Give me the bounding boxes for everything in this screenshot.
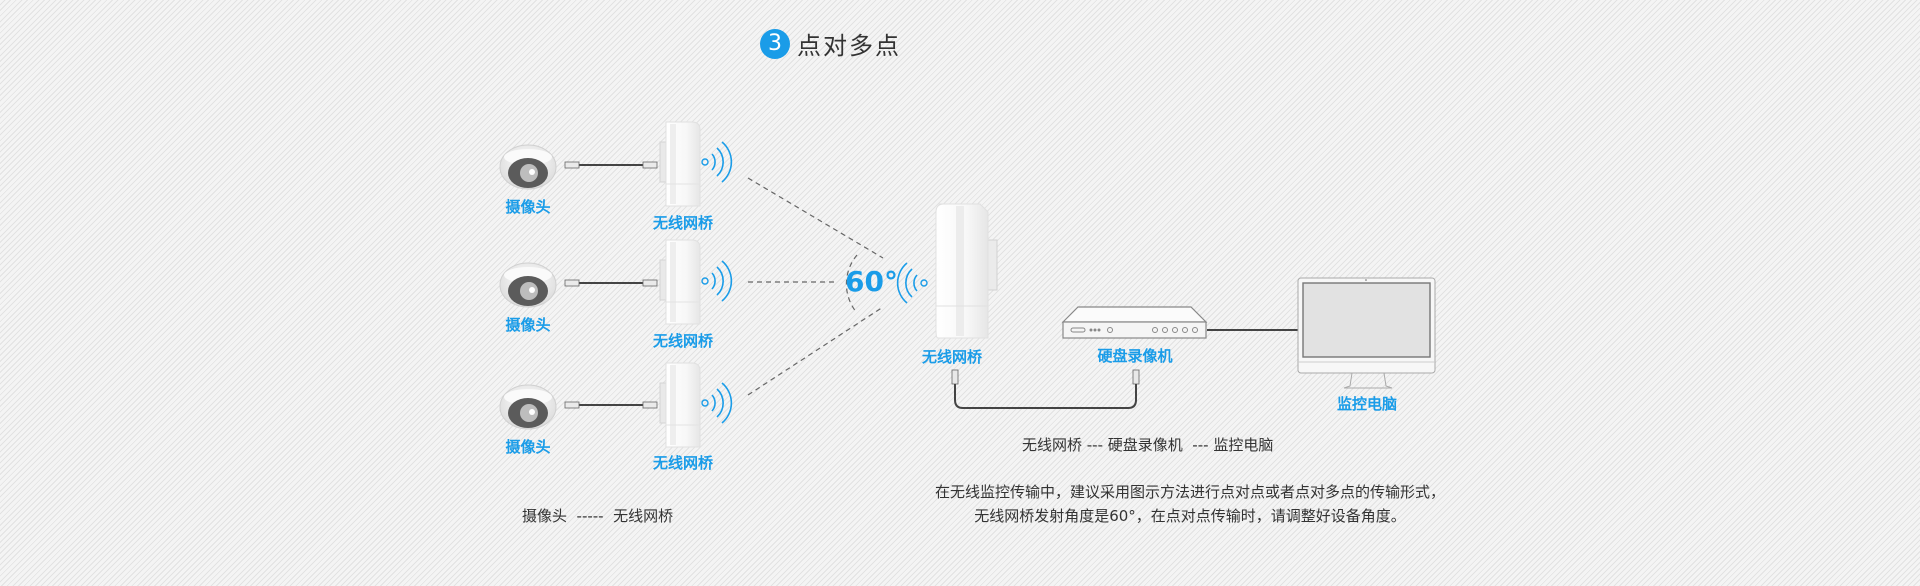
beam-line-bottom [747, 306, 884, 396]
left-caption: 摄像头 ----- 无线网桥 [522, 507, 674, 525]
cable-plug-icon [642, 401, 658, 409]
left-row-1 [499, 121, 733, 207]
wireless-bridge-icon [659, 362, 701, 448]
waves-left-icon [896, 262, 928, 304]
bridge-label-2: 无线网桥 [652, 332, 713, 350]
left-row-2 [499, 239, 733, 325]
cable-plug-icon [564, 401, 580, 409]
beam-line-top [747, 177, 884, 259]
camera-icon [499, 384, 557, 430]
description-line-2: 无线网桥发射角度是60°，在点对点传输时，请调整好设备角度。 [974, 507, 1406, 525]
camera-label-1: 摄像头 [505, 198, 551, 216]
beam-lines [747, 177, 884, 396]
center-bridge [896, 203, 998, 339]
wireless-signal-icon [701, 141, 733, 183]
angle-arc [845, 254, 858, 314]
bridge-label-1: 无线网桥 [652, 214, 713, 232]
bridge-label-3: 无线网桥 [652, 454, 713, 472]
cable-plug-icon [642, 161, 658, 169]
wireless-signal-icon [701, 260, 733, 302]
cable-plug-icon [564, 161, 580, 169]
cable-plug-icon [564, 279, 580, 287]
cable-plug-icon [642, 279, 658, 287]
angle-value: 60° [845, 265, 898, 298]
description-line-1: 在无线监控传输中，建议采用图示方法进行点对点或者点对多点的传输形式， [934, 483, 1445, 501]
nvr-label: 硬盘录像机 [1097, 347, 1173, 365]
monitor-icon [1297, 277, 1436, 389]
camera-icon [499, 144, 557, 190]
section-title-text: 点对多点 [797, 32, 901, 60]
camera-label-3: 摄像头 [505, 438, 551, 456]
camera-icon [499, 262, 557, 308]
bridge-nvr-cable [951, 369, 1140, 409]
center-bridge-label: 无线网桥 [921, 348, 982, 366]
camera-label-2: 摄像头 [505, 316, 551, 334]
section-title: 3 点对多点 [760, 26, 901, 61]
step-number-badge: 3 [760, 28, 790, 59]
monitor-label: 监控电脑 [1336, 395, 1397, 413]
wireless-signal-icon [701, 382, 733, 424]
nvr-device-icon [1061, 306, 1208, 339]
left-row-3 [499, 362, 733, 448]
right-caption: 无线网桥 --- 硬盘录像机 --- 监控电脑 [1022, 436, 1274, 454]
wireless-bridge-icon [659, 121, 701, 207]
wireless-bridge-icon [659, 239, 701, 325]
